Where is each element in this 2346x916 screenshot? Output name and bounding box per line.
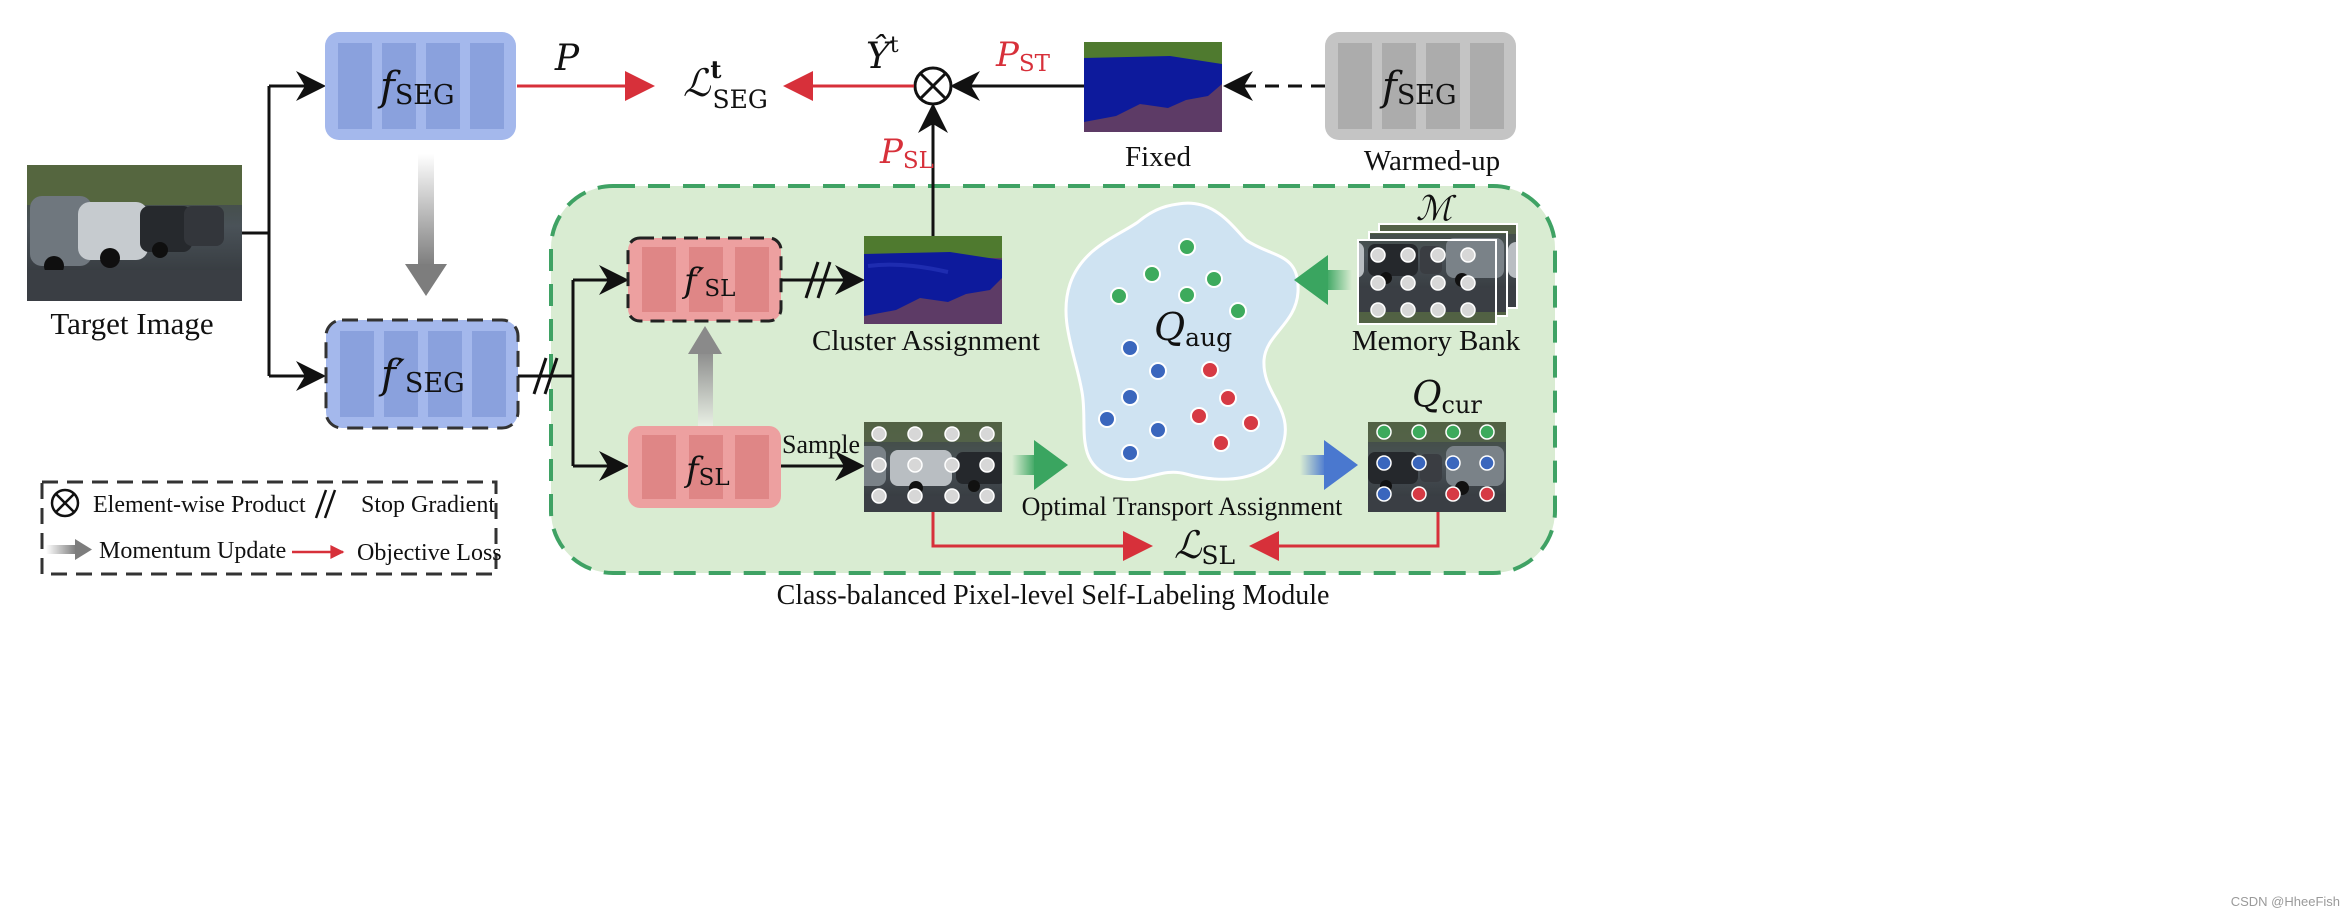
- target-image-label: Target Image: [50, 306, 213, 341]
- memory-bank-points: [1370, 247, 1476, 318]
- legend-momentum-label: Momentum Update: [99, 538, 286, 564]
- svg-text:f′SEG: f′SEG: [378, 352, 465, 399]
- loss-sl-label: ℒSL: [1174, 523, 1235, 570]
- ot-assignment-label: Optimal Transport Assignment: [1022, 492, 1343, 521]
- f-sl-prime-block: f′SL: [626, 236, 783, 323]
- edges-fsegprime-split: [518, 265, 629, 481]
- sampled-points: [871, 426, 995, 504]
- sampled-image: [864, 422, 1002, 512]
- momentum-arrow-down: [405, 154, 447, 296]
- legend-loss-label: Objective Loss: [357, 540, 502, 566]
- q-aug-cloud: [1064, 201, 1300, 482]
- fixed-prediction-map: [1084, 42, 1222, 132]
- legend: Element-wise Product Stop Gradient Momen…: [40, 480, 502, 576]
- cluster-assignment-label: Cluster Assignment: [812, 325, 1040, 357]
- q-cur-label: Qcur: [1412, 375, 1482, 419]
- memory-to-cloud-arrow: [1294, 255, 1352, 305]
- sample-label: Sample: [782, 430, 860, 459]
- legend-product-icon: [50, 488, 80, 518]
- module-label: Class-balanced Pixel-level Self-Labeling…: [777, 580, 1330, 611]
- y-hat-label: Ŷt: [866, 33, 899, 77]
- legend-stop-gradient-icon: [314, 489, 337, 519]
- legend-stop-gradient-label: Stop Gradient: [361, 492, 495, 518]
- f-sl-block: fSL: [628, 426, 781, 508]
- memory-bank-label: Memory Bank: [1352, 325, 1521, 357]
- legend-product-label: Element-wise Product: [93, 492, 306, 518]
- target-image: [27, 165, 242, 301]
- svg-text:f′SL: f′SL: [681, 261, 735, 302]
- sample-to-cloud-arrow: [1012, 440, 1068, 490]
- momentum-arrow-up: [688, 326, 722, 426]
- f-seg-prime-block: f′SEG: [324, 318, 520, 430]
- q-cur-points: [1376, 424, 1495, 502]
- p-label: P: [554, 38, 580, 79]
- edges-target-split: [242, 71, 326, 391]
- memory-bank-symbol: ℳ: [1416, 189, 1457, 229]
- cloud-to-qcur-arrow: [1300, 440, 1358, 490]
- watermark: CSDN @HheeFish: [2231, 894, 2340, 909]
- svg-text:fSEG: fSEG: [377, 64, 455, 111]
- warmed-up-label: Warmed-up: [1364, 145, 1500, 177]
- cluster-assignment-map: [864, 236, 1002, 324]
- q-aug-points: [1098, 238, 1260, 462]
- f-seg-block: fSEG: [325, 32, 516, 140]
- edge-fslprime-cluster: [781, 261, 865, 299]
- element-wise-product-node: [913, 66, 953, 106]
- q-aug-label: Qaug: [1154, 305, 1232, 352]
- fixed-label: Fixed: [1125, 141, 1192, 173]
- edges-to-loss-sl: [931, 512, 1440, 561]
- legend-momentum-icon: [46, 539, 92, 560]
- f-seg-warmed-block: fSEG: [1325, 32, 1516, 140]
- p-sl-label: PSL: [879, 132, 934, 174]
- p-st-label: PST: [995, 35, 1051, 77]
